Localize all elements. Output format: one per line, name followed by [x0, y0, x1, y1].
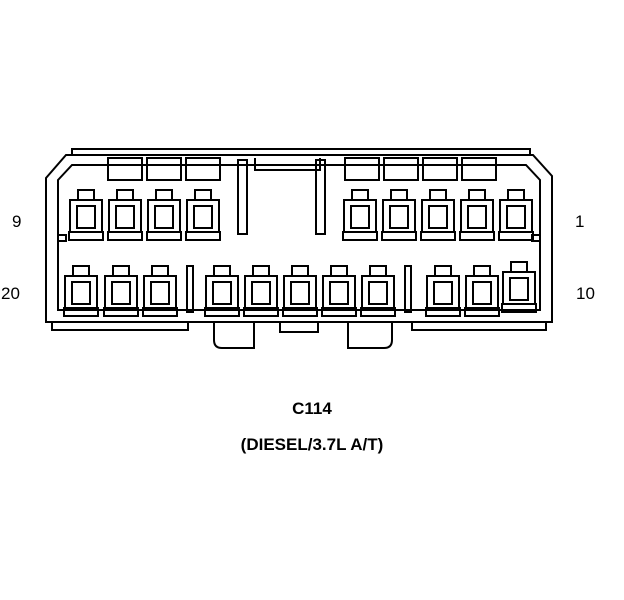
terminal-cavity-19	[103, 265, 139, 317]
terminal-cavity-2	[459, 189, 495, 241]
pin-label-9: 9	[12, 212, 22, 231]
top-tab	[422, 157, 458, 181]
terminal-cavity-8	[107, 189, 143, 241]
top-tab	[107, 157, 143, 181]
housing-top-rim	[71, 148, 531, 155]
terminal-cavity-15	[282, 265, 318, 317]
connector-cavity	[57, 164, 541, 311]
keying-notch	[254, 158, 321, 171]
terminal-cavity-17	[204, 265, 240, 317]
bottom-latch	[347, 322, 393, 349]
terminal-cavity-11	[464, 265, 500, 317]
terminal-cavity-4	[381, 189, 417, 241]
terminal-cavity-20	[63, 265, 99, 317]
top-tab	[185, 157, 221, 181]
pin-label-20: 20	[1, 284, 20, 303]
connector-description: (DIESEL/3.7L A/T)	[240, 435, 384, 454]
terminal-cavity-3	[420, 189, 456, 241]
terminal-cavity-16	[243, 265, 279, 317]
top-tab	[146, 157, 182, 181]
bottom-latch	[279, 322, 319, 333]
terminal-cavity-5	[342, 189, 378, 241]
pin-label-10: 10	[576, 284, 595, 303]
bottom-flange-right	[411, 322, 547, 331]
terminal-cavity-7	[146, 189, 182, 241]
side-latch	[57, 234, 67, 242]
divider-slot	[404, 265, 412, 313]
divider-slot	[186, 265, 194, 313]
terminal-cavity-13	[360, 265, 396, 317]
pin-label-1: 1	[575, 212, 585, 231]
top-tab	[344, 157, 380, 181]
divider-slot	[237, 159, 248, 235]
bottom-latch	[213, 322, 255, 349]
connector-housing	[45, 154, 553, 323]
bottom-flange-left	[51, 322, 189, 331]
terminal-cavity-9	[68, 189, 104, 241]
terminal-cavity-14	[321, 265, 357, 317]
terminal-cavity-10	[501, 261, 537, 313]
terminal-cavity-18	[142, 265, 178, 317]
terminal-cavity-12	[425, 265, 461, 317]
top-tab	[383, 157, 419, 181]
top-tab	[461, 157, 497, 181]
terminal-cavity-6	[185, 189, 221, 241]
divider-slot	[315, 159, 326, 235]
terminal-cavity-1	[498, 189, 534, 241]
connector-id: C114	[292, 399, 332, 418]
